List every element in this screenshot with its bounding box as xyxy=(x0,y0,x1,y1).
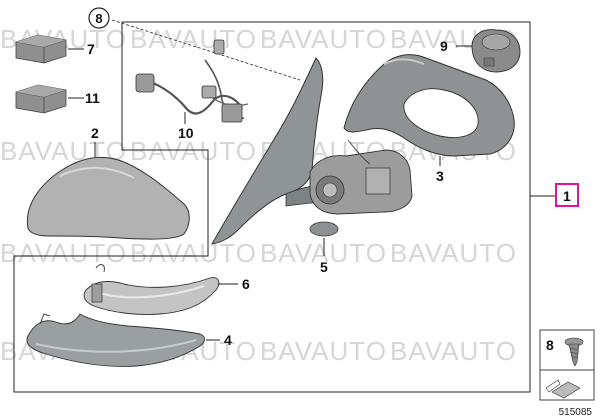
callout-2[interactable]: 2 xyxy=(91,125,99,141)
watermark-text: BAVAUTO xyxy=(130,136,257,166)
watermark-text: BAVAUTO xyxy=(260,24,387,54)
lower-trim[interactable] xyxy=(26,313,205,367)
callout-7[interactable]: 7 xyxy=(87,41,95,57)
leader-line-8 xyxy=(111,19,301,81)
kit-box-top xyxy=(16,85,66,97)
lower-trim-shape xyxy=(26,313,205,367)
callout-9[interactable]: 9 xyxy=(440,38,448,54)
callout-number: 8 xyxy=(95,11,102,26)
callout-3[interactable]: 3 xyxy=(436,168,444,184)
harness-connector xyxy=(221,103,243,123)
turn-signal[interactable] xyxy=(83,264,220,315)
harness-connector xyxy=(213,39,225,55)
cover-shape xyxy=(26,156,190,240)
screw-detail-box[interactable]: 8 xyxy=(539,329,595,401)
turn-signal-clip xyxy=(95,264,105,273)
mirror-motor[interactable] xyxy=(471,29,521,73)
motor-terminal xyxy=(483,57,495,67)
mirror-housing[interactable] xyxy=(343,54,515,157)
wiring-harness[interactable] xyxy=(135,39,249,123)
lower-trim-tab xyxy=(39,313,51,325)
lower-trim-highlight xyxy=(35,339,197,353)
motor-top xyxy=(481,33,511,51)
kit-box-top xyxy=(16,35,66,47)
callout-10[interactable]: 10 xyxy=(178,125,194,141)
callout-circle xyxy=(88,7,110,29)
cover-highlight xyxy=(59,166,135,179)
document-number: 515085 xyxy=(558,407,592,418)
harness-cable xyxy=(149,80,243,115)
watermark-text: BAVAUTO xyxy=(260,336,387,366)
housing-highlight xyxy=(383,58,425,65)
callout-8-box: 8 xyxy=(546,337,554,353)
turn-signal-connector xyxy=(91,283,103,303)
assembly-boundary xyxy=(13,21,531,393)
harness-connector xyxy=(201,85,217,99)
watermark-text: BAVAUTO xyxy=(0,238,127,268)
watermark-text: BAVAUTO xyxy=(390,238,517,268)
harness-connector xyxy=(135,73,155,93)
callout-4[interactable]: 4 xyxy=(224,332,232,348)
assembly-highlight-box[interactable] xyxy=(555,183,579,207)
housing-opening xyxy=(403,88,479,138)
base-arm-shape xyxy=(211,57,324,245)
watermark-text: BAVAUTO xyxy=(130,24,257,54)
kit-box-11[interactable] xyxy=(15,84,67,114)
cover-cap[interactable] xyxy=(309,221,339,237)
callout-1[interactable]: 1 xyxy=(563,188,571,204)
mechanism-motor-hub xyxy=(322,182,338,198)
watermark-text: BAVAUTO xyxy=(260,238,387,268)
arrow-icon xyxy=(545,379,581,399)
mirror-cover[interactable] xyxy=(26,156,190,240)
kit-box-7[interactable] xyxy=(15,34,67,64)
callout-8-main[interactable]: 8 xyxy=(88,7,110,29)
mirror-mechanism[interactable] xyxy=(309,139,413,215)
watermark-text: BAVAUTO xyxy=(390,336,517,366)
mechanism-wire xyxy=(347,139,371,165)
callout-11[interactable]: 11 xyxy=(85,90,100,106)
callout-6[interactable]: 6 xyxy=(242,276,250,292)
callout-5[interactable]: 5 xyxy=(320,259,328,275)
screw-icon xyxy=(564,337,584,367)
watermark-text: BAVAUTO xyxy=(130,238,257,268)
turn-signal-highlight xyxy=(95,285,205,299)
mechanism-control-unit xyxy=(365,167,391,195)
